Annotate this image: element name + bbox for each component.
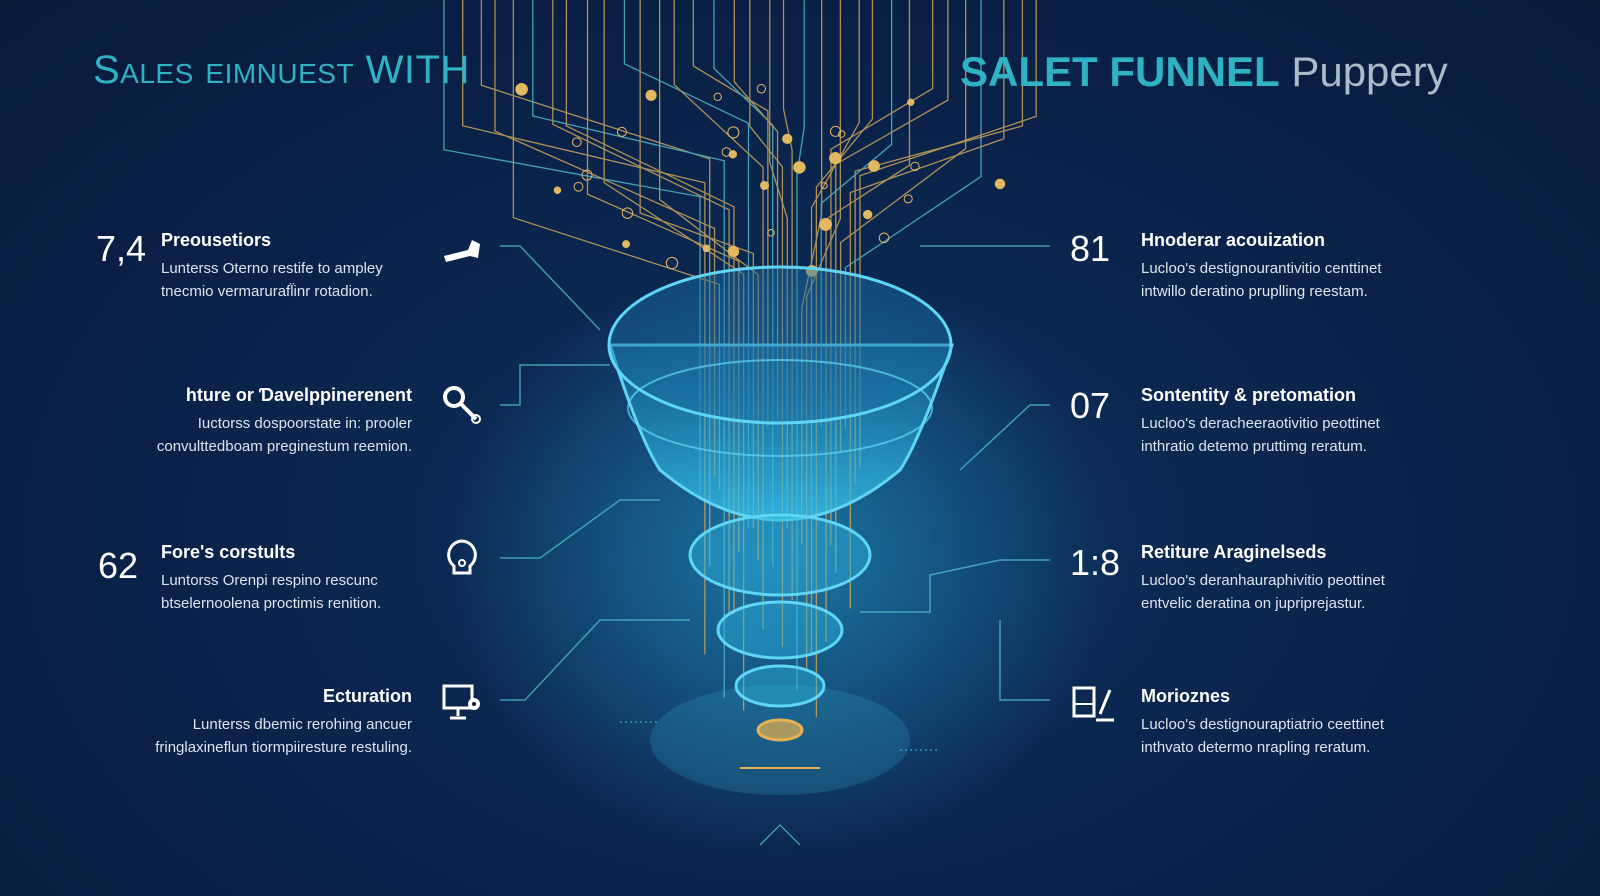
circuit-node [515, 82, 528, 96]
circuit-node [907, 98, 915, 106]
circuit-node [571, 137, 582, 148]
stat-number: 1:8 [1070, 542, 1121, 583]
item-title: Retiture Araginelseds [1141, 542, 1327, 562]
left-item-3: Fore's corstults Luntorss Orenpi respino… [161, 542, 421, 615]
item-desc: Lucloo's deracheeraotivitio peottinet [1141, 415, 1380, 432]
item-desc: inthvato determo nrapling reratum. [1141, 739, 1371, 756]
circuit-node [868, 160, 880, 172]
circuit-wire [623, 0, 750, 528]
item-title: Morioznes [1141, 686, 1231, 706]
circuit-node [760, 180, 770, 190]
circuit-node [837, 130, 846, 138]
circuit-node [878, 232, 890, 244]
document-pen-icon [1072, 686, 1114, 722]
item-title: Hnoderar acouization [1141, 230, 1326, 250]
circuit-node [910, 161, 920, 172]
item-desc: Lunterss Oterno restife to ampley [161, 260, 383, 277]
title-left: Sales eimnuest WITH [93, 48, 470, 92]
left-item-2: hture or Ɗavelppinerenent Iuctorss dospo… [100, 385, 412, 458]
item-desc: Iuctorss dospoorstate in: prooler [197, 415, 412, 432]
circuit-node [782, 133, 793, 144]
item-desc: tnecmio vermarurafl̈inr rotadion. [161, 283, 373, 300]
title-right-bold: SALET FUNNEL [960, 48, 1280, 95]
item-desc: inthratio detemo pruttimg reratum. [1141, 438, 1367, 455]
item-desc: fringlaxineflun tiormpiiresture restulin… [155, 739, 412, 756]
item-title: Ecturation [322, 686, 412, 706]
right-item-3: Retiture Araginelseds Lucloo's deranhaur… [1141, 542, 1441, 615]
circuit-node [573, 181, 584, 192]
circuit-node [767, 229, 775, 237]
item-desc: convulttedboam preginestum reemion. [156, 438, 412, 455]
circuit-node [829, 151, 842, 165]
funnel [607, 265, 955, 742]
stat-number: 7,4 [96, 228, 147, 269]
lightbulb-icon [447, 539, 477, 575]
item-title: Fore's corstults [161, 542, 296, 562]
stat-number: 81 [1070, 228, 1111, 269]
circuit-node [665, 256, 679, 270]
circuit-node [819, 218, 832, 231]
circuit-node [645, 89, 657, 101]
circuit-wire [820, 0, 893, 427]
left-item-1: Preousetiors Lunterss Oterno restife to … [161, 230, 421, 303]
item-desc: btselernoolena proctimis renition. [161, 595, 382, 612]
item-desc: entvelic deratina on jupriprejastur. [1141, 595, 1366, 612]
monitor-gear-icon [442, 684, 480, 720]
title-right-light: Puppery [1291, 48, 1448, 95]
circuit-node [728, 150, 738, 159]
item-desc: intwillo deratino pruplling reestam. [1141, 283, 1368, 300]
circuit-dots [515, 82, 1006, 277]
circuit-node [863, 209, 873, 220]
circuit-node [616, 126, 627, 137]
circuit-wire [733, 0, 779, 421]
right-item-1: Hnoderar acouization Lucloo's destignour… [1141, 230, 1441, 303]
right-item-2: Sontentity & pretomation Lucloo's derach… [1141, 385, 1441, 458]
item-title: Preousetiors [161, 230, 272, 250]
right-item-4: Morioznes Lucloo's destignouraptiatrio c… [1141, 686, 1441, 759]
item-title: hture or Ɗavelppinerenent [185, 385, 412, 405]
circuit-node [994, 178, 1006, 190]
circuit-node [702, 244, 711, 253]
item-desc: Luntorss Orenpi respino rescunc [161, 572, 378, 589]
item-title: Sontentity & pretomation [1141, 385, 1356, 405]
item-desc: Lucloo's destignouraptiatrio ceettinet [1141, 716, 1385, 733]
gear-wrench-icon [443, 386, 481, 424]
circuit-node [820, 181, 828, 190]
circuit-node [622, 240, 631, 249]
item-desc: Lunterss dbemic rerohing ancuer [192, 716, 412, 733]
circuit-node [793, 161, 806, 174]
circuit-node [903, 194, 913, 204]
left-item-4: Ecturation Lunterss dbemic rerohing ancu… [100, 686, 412, 759]
circuit-node [727, 126, 740, 139]
title-right: SALET FUNNEL Puppery [960, 48, 1448, 96]
circuit-node [756, 84, 767, 94]
circuit-node [621, 207, 634, 219]
item-desc: Lucloo's destignourantivitio centtinet [1141, 260, 1382, 277]
wrench-icon [444, 240, 480, 262]
stat-number: 07 [1070, 385, 1111, 426]
item-desc: Lucloo's deranhauraphivitio peottinet [1141, 572, 1385, 589]
circuit-node [581, 169, 593, 181]
stat-number: 62 [98, 545, 139, 586]
circuit-wire [859, 0, 1037, 468]
circuit-node [727, 245, 740, 258]
circuit-node [553, 186, 562, 194]
connector-lines [500, 245, 1050, 701]
circuit-node [713, 92, 722, 101]
